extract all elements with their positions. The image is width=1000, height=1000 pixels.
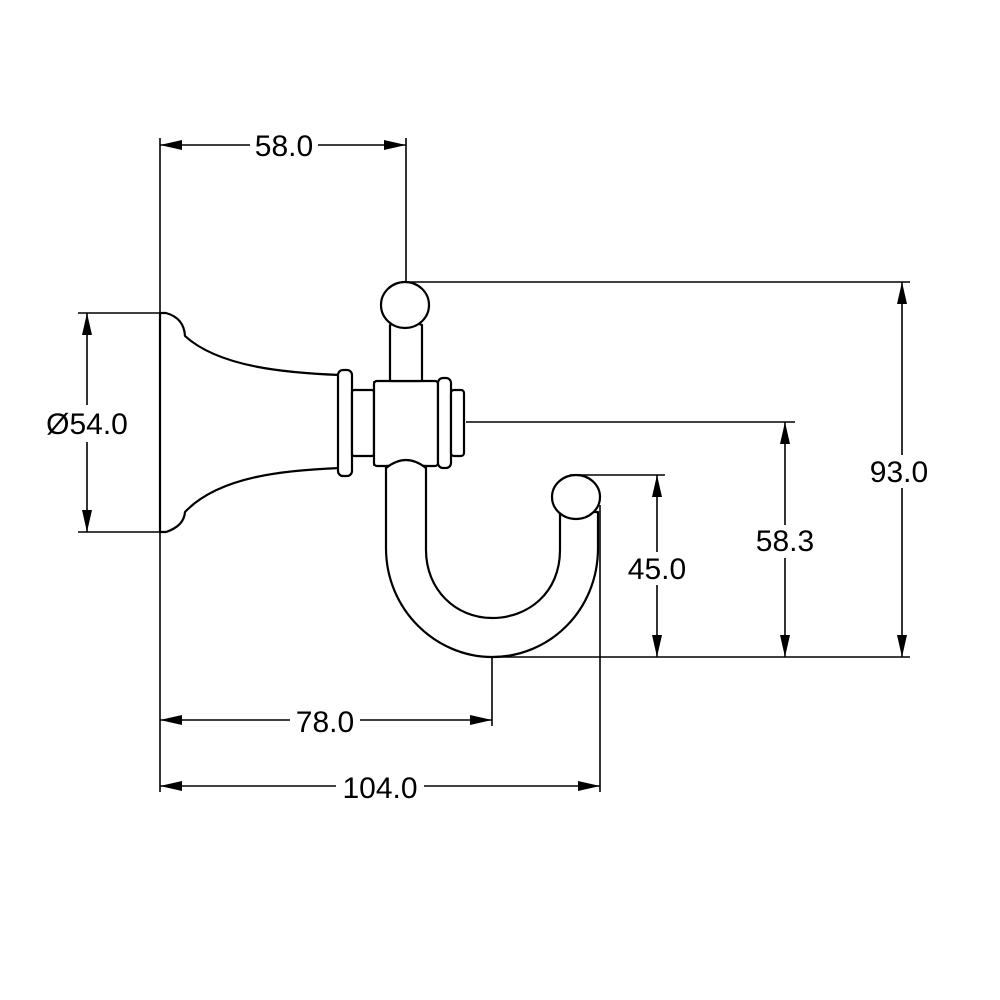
arrow-right: [384, 140, 406, 150]
arrow-up: [897, 282, 907, 304]
dim-label-hook-height: 45.0: [628, 553, 686, 586]
arrow-down: [82, 510, 92, 532]
flange-ring-outer: [336, 368, 354, 478]
dimension-arm-height: 58.3: [756, 422, 814, 657]
dimension-overall-height: 93.0: [870, 282, 928, 657]
arrow-left: [160, 140, 182, 150]
hub-ring-right: [436, 376, 453, 470]
dimension-diameter: Ø54.0: [46, 313, 128, 532]
robe-hook-outline: [158, 280, 602, 659]
hub-neck-collar: [384, 458, 428, 470]
wall-flange: [158, 311, 342, 534]
dimension-top-width: 58.0: [160, 130, 406, 163]
dim-label-diameter: Ø54.0: [46, 408, 128, 441]
arrow-left: [160, 715, 182, 725]
dim-label-overall-height: 93.0: [870, 456, 928, 489]
dimension-hook-base-width: 78.0: [160, 706, 492, 739]
flange-ring-inner: [350, 388, 376, 458]
lower-ball-tip: [550, 473, 602, 521]
extension-lines: [78, 138, 910, 792]
hub-end-cap: [449, 388, 466, 458]
dimension-overall-width: 104.0: [160, 772, 600, 805]
dim-label-overall-width: 104.0: [342, 772, 417, 805]
lower-hook: [384, 464, 600, 659]
dim-label-hook-base-width: 78.0: [296, 706, 354, 739]
arrow-up: [780, 422, 790, 444]
arrow-up: [652, 475, 662, 497]
dim-label-arm-height: 58.3: [756, 525, 814, 558]
upper-ball-knob: [379, 280, 431, 330]
arrow-down: [897, 635, 907, 657]
upper-arm: [388, 320, 424, 383]
dimension-hook-height: 45.0: [628, 475, 686, 657]
arrow-left: [160, 781, 182, 791]
dim-label-top-width: 58.0: [255, 130, 313, 163]
arrow-down: [780, 635, 790, 657]
arrow-up: [82, 313, 92, 335]
hub-block: [372, 379, 440, 468]
arrow-right: [470, 715, 492, 725]
arrow-down: [652, 635, 662, 657]
arrow-right: [578, 781, 600, 791]
